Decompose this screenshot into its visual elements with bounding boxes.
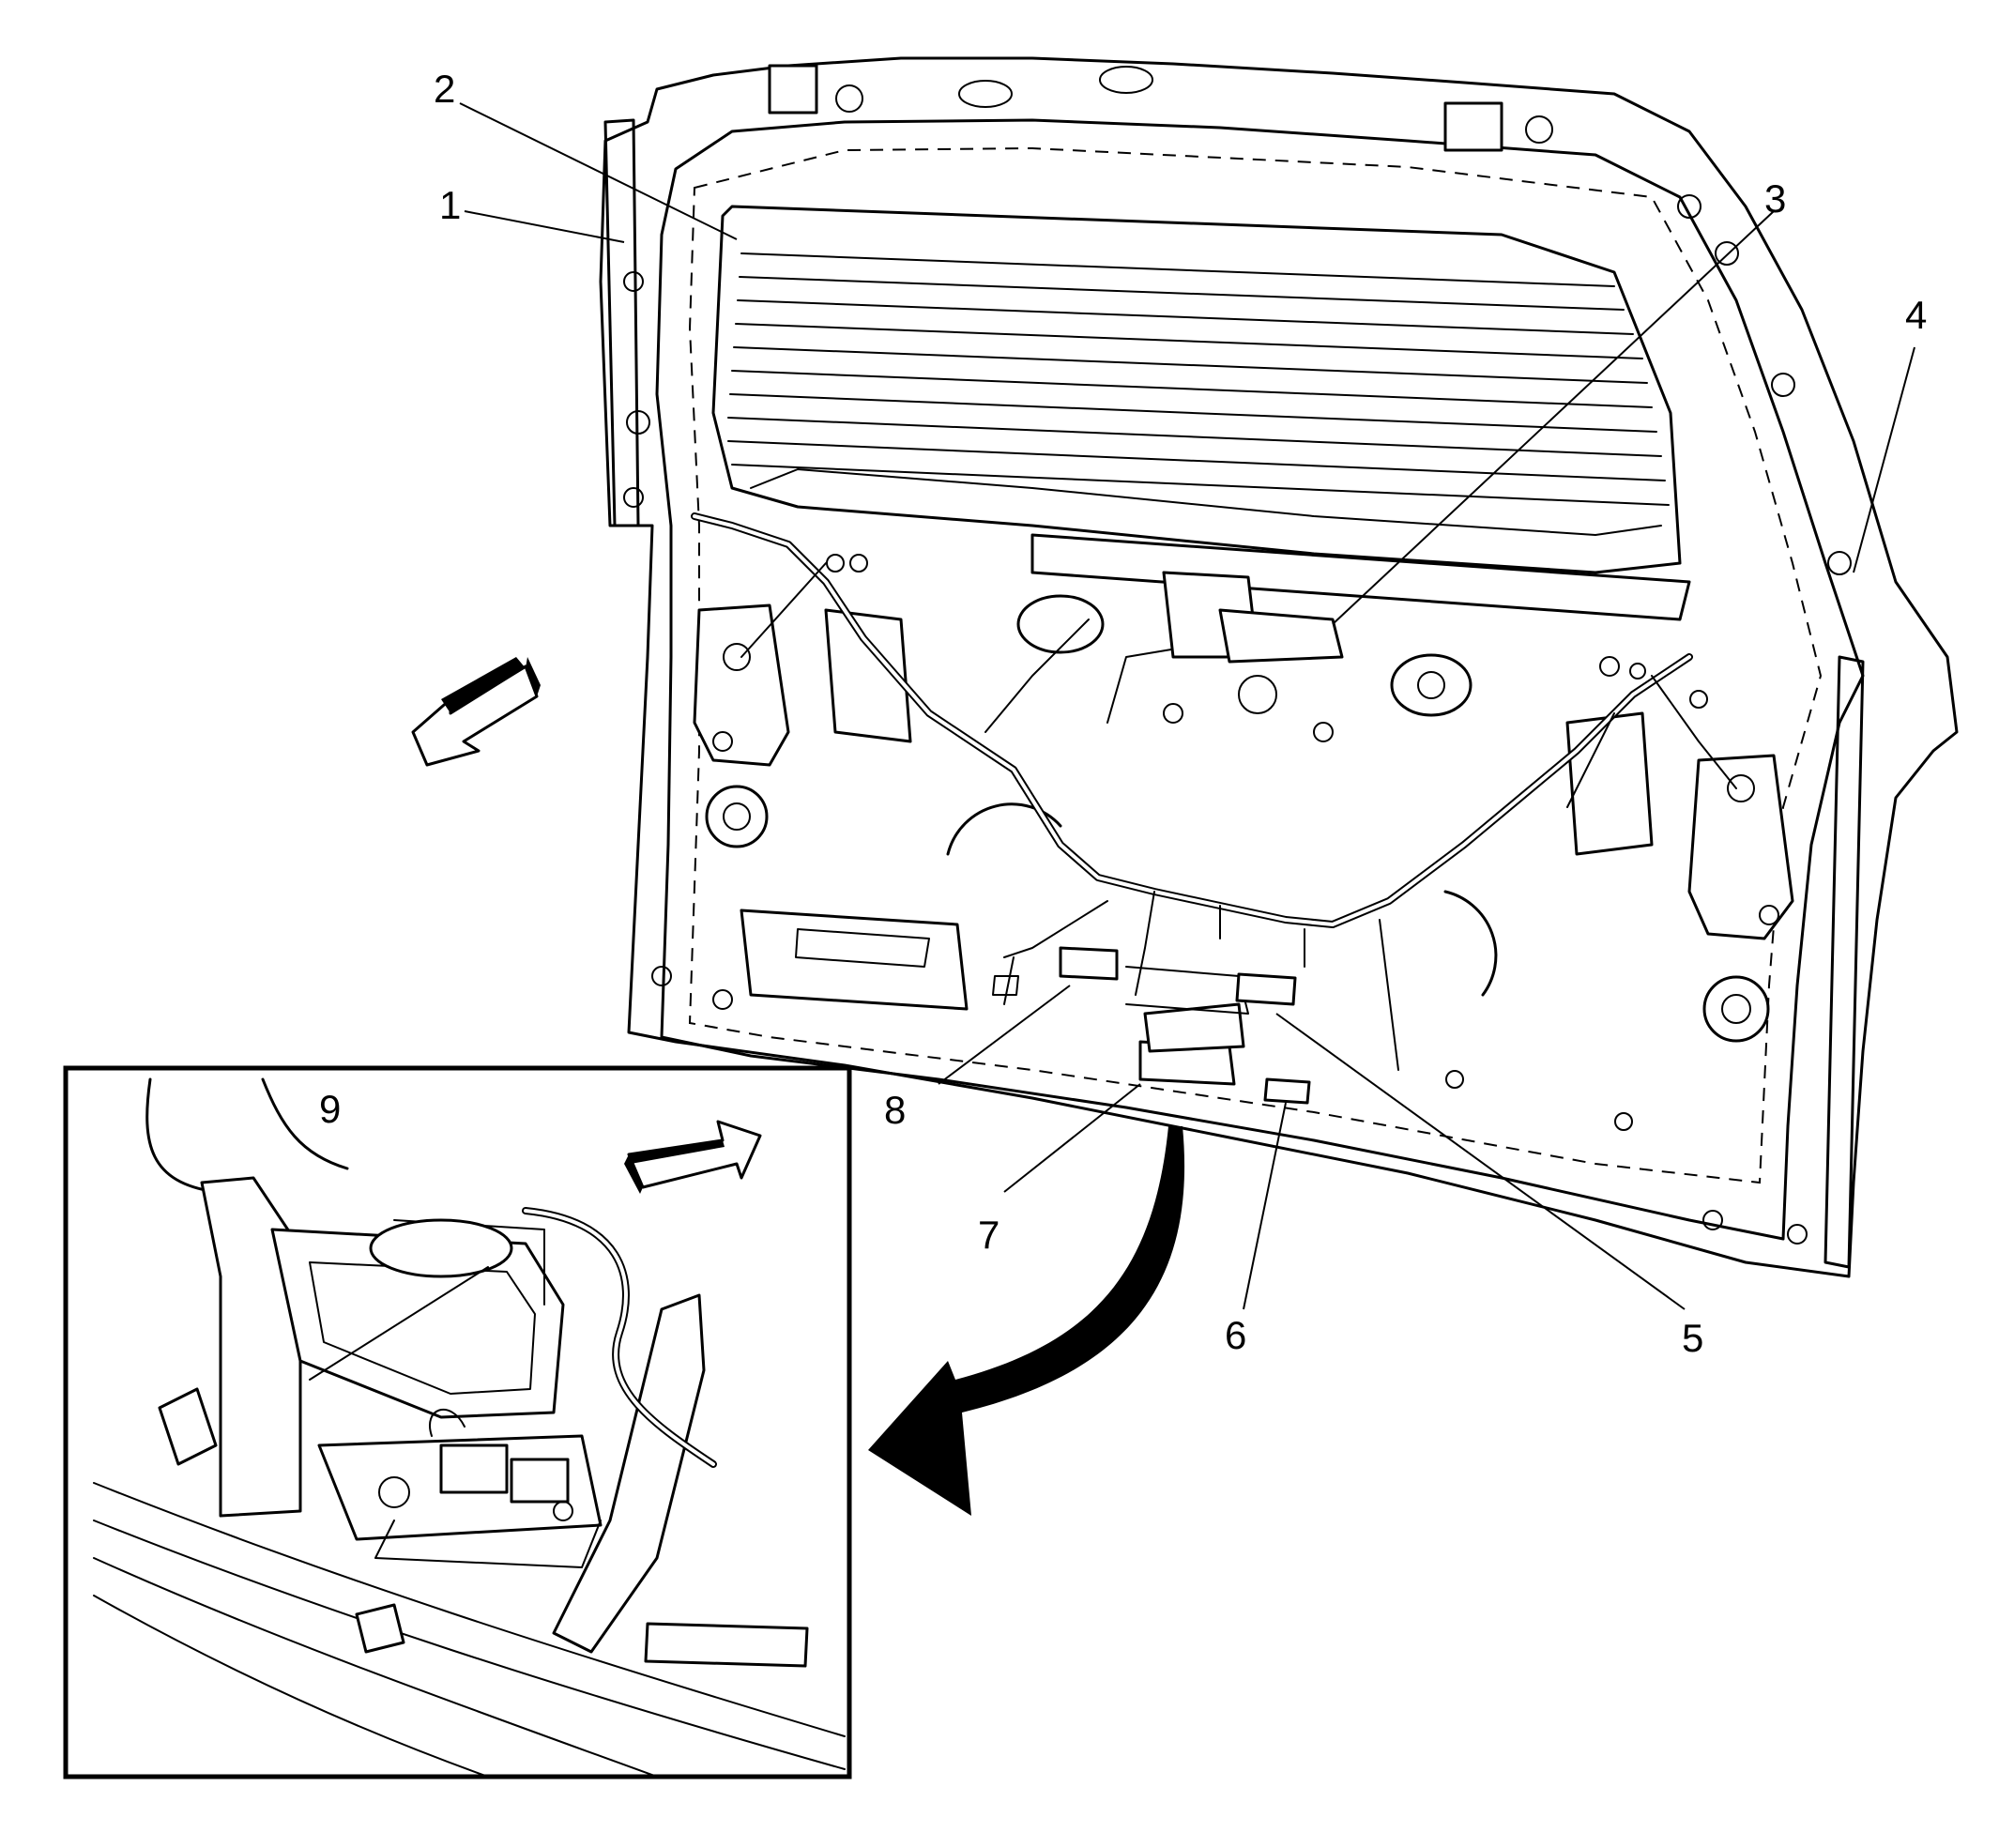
rear-window (711, 205, 1691, 621)
leader-lines (337, 102, 1915, 1310)
pull-handle-pocket (740, 909, 969, 1011)
callout-7: 7 (978, 1213, 1000, 1257)
wiring-harness (691, 512, 1737, 1071)
wiper-motor (1162, 571, 1344, 714)
callout-4: 4 (1905, 293, 1927, 337)
callout-9: 9 (319, 1087, 341, 1131)
callout-3: 3 (1764, 176, 1786, 221)
detail-view (63, 1065, 852, 1779)
latch-assembly (992, 946, 1311, 1105)
callout-6: 6 (1225, 1313, 1246, 1357)
callout-2: 2 (434, 67, 455, 111)
side-pockets (693, 554, 1794, 1043)
callout-1: 1 (439, 183, 461, 227)
curved-arrow-icon (868, 1126, 1185, 1516)
callout-labels: 1 2 3 4 5 6 7 8 9 (319, 67, 1927, 1360)
callout-8: 8 (884, 1088, 906, 1132)
hinge-mounts (623, 64, 1852, 575)
forward-arrow-icon (411, 657, 541, 767)
fasteners (651, 690, 1808, 1245)
callout-5: 5 (1682, 1316, 1703, 1360)
forward-arrow-icon (624, 1120, 762, 1194)
